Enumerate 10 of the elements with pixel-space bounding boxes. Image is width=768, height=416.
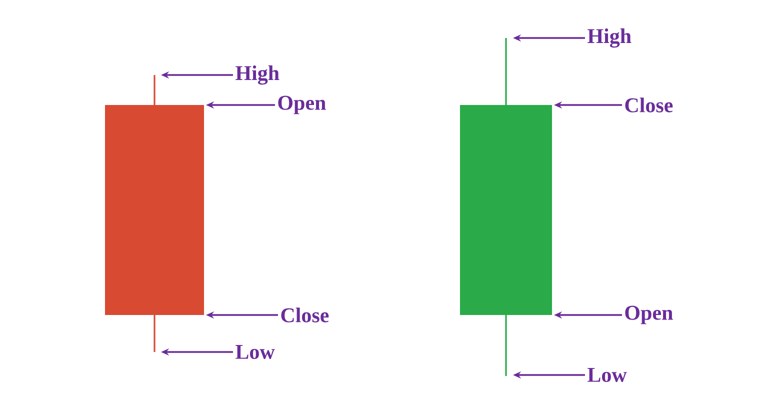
price-label: Open [278,96,326,114]
candlestick-drawing [105,75,204,352]
price-label: Close [281,308,329,322]
price-label: High [236,65,280,85]
price-label: Open [625,306,673,324]
price-label: Low [236,345,275,359]
price-label: Close [625,98,673,112]
price-label: High [588,28,632,48]
candlestick-drawing [460,38,552,376]
price-label: Low [588,368,627,382]
